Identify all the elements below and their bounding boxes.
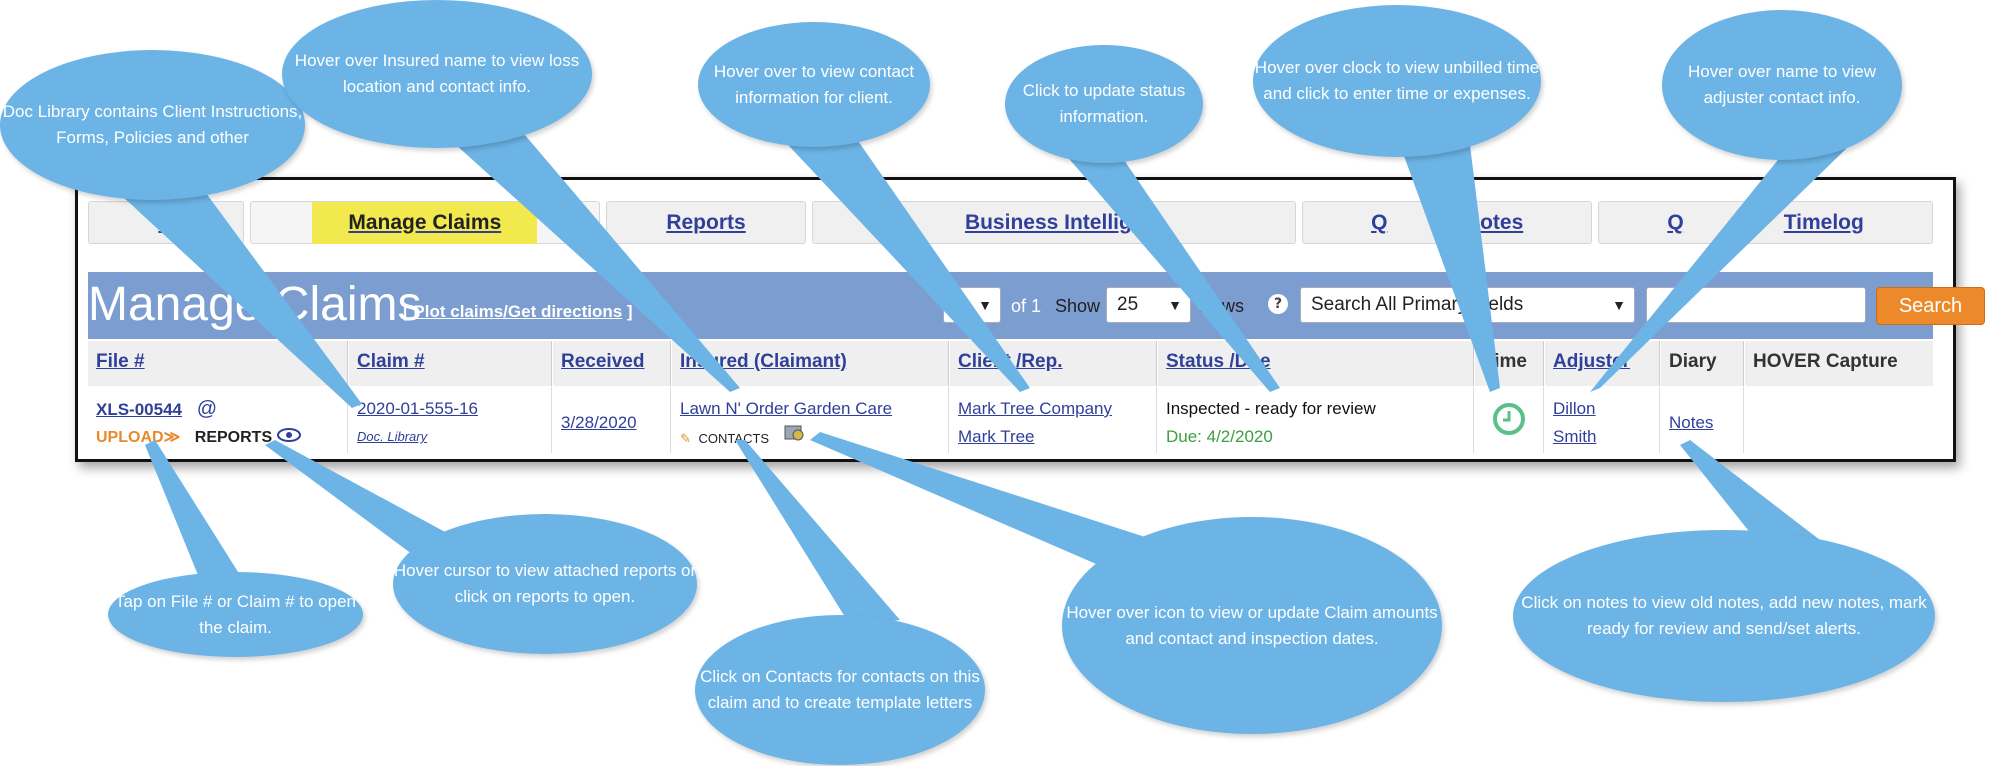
col-insured[interactable]: Insured (Claimant) — [672, 341, 949, 386]
callout-status: Click to update status information. — [1005, 45, 1203, 163]
callout-file: Tap on File # or Claim # to open the cla… — [108, 572, 363, 657]
col-client[interactable]: Client /Rep. — [950, 341, 1157, 386]
email-icon[interactable]: @ — [196, 398, 218, 420]
rep-link[interactable]: Mark Tree — [958, 427, 1035, 446]
help-icon[interactable]: ? — [1268, 294, 1288, 314]
tab-reports[interactable]: Reports — [605, 201, 807, 244]
callout-contacts: Click on Contacts for contacts on this c… — [695, 615, 985, 765]
hover-capture-cell — [1745, 387, 1933, 453]
notes-link[interactable]: Notes — [1669, 413, 1714, 432]
client-link[interactable]: Mark Tree Company — [958, 399, 1112, 418]
col-file[interactable]: File # — [88, 341, 348, 386]
claims-table: File # Claim # Received Insured (Claiman… — [88, 341, 1933, 453]
search-field-select[interactable]: Search All Primary Fields▼ — [1300, 287, 1635, 323]
page-of: of 1 — [1011, 296, 1042, 316]
plot-link[interactable]: [ Plot claims/Get directions ] — [403, 302, 633, 321]
callout-clock: Hover over clock to view unbilled time a… — [1253, 5, 1541, 157]
page-select[interactable]: 1▼ — [943, 287, 1001, 323]
col-received[interactable]: Received — [553, 341, 671, 386]
col-hover-capture: HOVER Capture — [1745, 341, 1933, 386]
adjuster-first-name[interactable]: Dillon — [1553, 399, 1596, 418]
contacts-link[interactable]: CONTACTS — [698, 431, 770, 446]
claims-window: A Manage Claims Reports Business Intelli… — [75, 177, 1985, 462]
col-diary: Diary — [1661, 341, 1744, 386]
chevron-down-icon: ▼ — [978, 297, 992, 313]
show-label: Show — [1055, 296, 1101, 316]
status-text[interactable]: Inspected - ready for review — [1166, 399, 1376, 418]
search-button[interactable]: Search — [1876, 287, 1985, 325]
callout-adjuster: Hover over name to view adjuster contact… — [1662, 10, 1902, 160]
reports-link[interactable]: REPORTS — [194, 429, 273, 446]
doc-library-link[interactable]: Doc. Library — [357, 429, 428, 444]
col-time: Time — [1475, 341, 1544, 386]
callout-icon: Hover over icon to view or update Claim … — [1062, 517, 1442, 734]
rows-label: Rows — [1199, 296, 1245, 316]
chevron-down-icon: ▼ — [1168, 297, 1182, 313]
callout-notes: Click on notes to view old notes, add ne… — [1513, 530, 1935, 702]
page-title: Manage Claims — [88, 278, 422, 331]
top-nav: A Manage Claims Reports Business Intelli… — [88, 201, 1933, 244]
search-input[interactable] — [1646, 287, 1866, 323]
upload-link[interactable]: UPLOAD — [96, 429, 164, 446]
claim-amounts-icon[interactable] — [783, 425, 805, 446]
col-claim[interactable]: Claim # — [349, 341, 552, 386]
clock-icon[interactable] — [1493, 403, 1525, 439]
insured-link[interactable]: Lawn N' Order Garden Care — [680, 399, 893, 418]
tab-business-intelligence[interactable]: Business Intellige — [812, 201, 1297, 244]
col-adjuster[interactable]: Adjuster — [1545, 341, 1660, 386]
callout-client: Hover over to view contact information f… — [698, 22, 930, 147]
adjuster-last-name[interactable]: Smith — [1553, 427, 1597, 446]
file-number-link[interactable]: XLS-00544 — [96, 400, 182, 419]
chevron-down-icon: ▼ — [1612, 297, 1626, 313]
callout-reports: Hover cursor to view attached reports or… — [393, 514, 697, 654]
table-row: XLS-00544 @ UPLOAD≫ REPORTS — [88, 387, 348, 453]
received-date[interactable]: 3/28/2020 — [561, 413, 637, 432]
due-date: Due: 4/2/2020 — [1166, 427, 1273, 446]
claim-number-link[interactable]: 2020-01-555-16 — [357, 399, 478, 418]
double-chevron-icon: ≫ — [163, 429, 181, 446]
tab-a[interactable]: A — [88, 201, 244, 244]
callout-insured: Hover over Insured name to view loss loc… — [282, 0, 592, 148]
tab-manage-claims[interactable]: Manage Claims — [249, 201, 600, 244]
col-status[interactable]: Status /Due — [1158, 341, 1474, 386]
rows-select[interactable]: 25▼ — [1106, 287, 1191, 323]
callout-doc-library: Doc Library contains Client Instructions… — [0, 50, 305, 200]
pencil-icon[interactable]: ✎ — [680, 431, 691, 446]
eye-icon[interactable] — [276, 428, 301, 446]
header-band: Manage Claims [ Plot claims/Get directio… — [88, 272, 1985, 339]
